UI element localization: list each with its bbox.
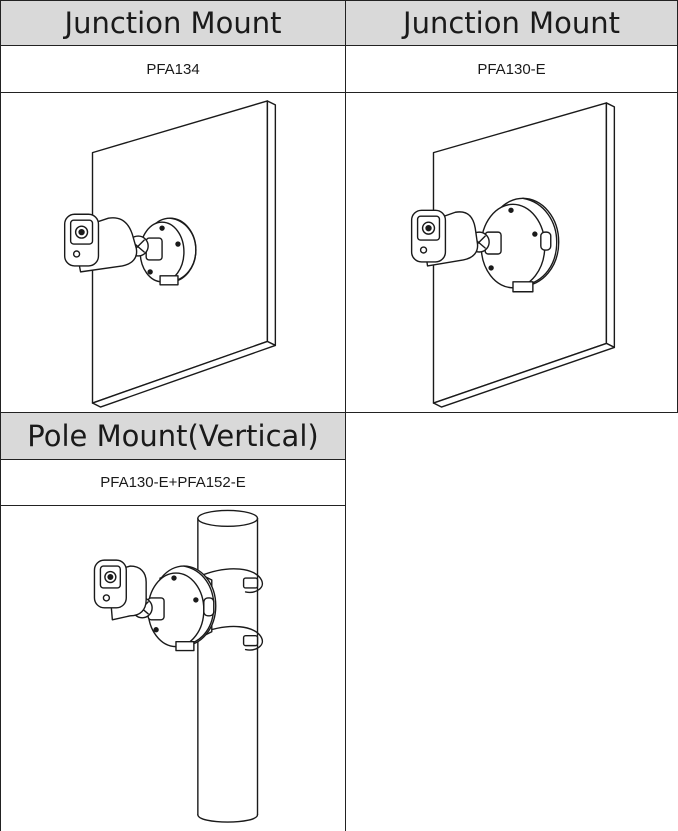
pole-mount-illustration [0, 505, 346, 831]
mount-title-2: Junction Mount [345, 0, 678, 46]
mount-model-3: PFA130-E+PFA152-E [0, 459, 346, 506]
mount-model-1: PFA134 [0, 45, 346, 93]
mount-title-3: Pole Mount(Vertical) [0, 412, 346, 460]
mount-model-2: PFA130-E [345, 45, 678, 93]
wall-junction-mount-illustration-2 [345, 92, 678, 413]
wall-junction-mount-illustration-1 [0, 92, 346, 413]
mount-title-1: Junction Mount [0, 0, 346, 46]
